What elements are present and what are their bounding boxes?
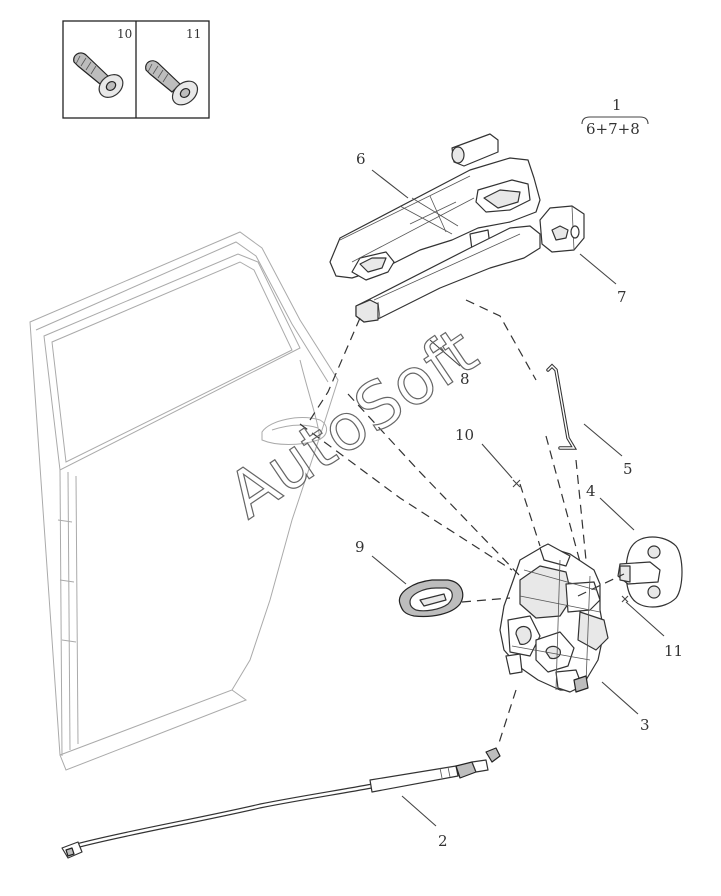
door-latch-3	[499, 543, 609, 693]
callout-1-sub-label: 6+7+8	[586, 120, 640, 138]
fastener-inset: 10 11	[62, 20, 210, 119]
grommet-9	[398, 579, 464, 618]
rear-door-outline	[29, 231, 339, 771]
callout-6-label: 6	[356, 150, 366, 168]
outer-handle-8	[355, 225, 541, 323]
inset-label-11: 11	[186, 27, 201, 41]
end-cap-7	[539, 205, 585, 253]
connecting-rod-5	[546, 363, 578, 450]
callout-10-label: 10	[455, 426, 474, 444]
watermark-text: AutoSoft	[216, 314, 492, 534]
assembly-callout-1: 1 6+7+8	[581, 96, 649, 138]
callout-7-label: 7	[617, 288, 627, 306]
callout-8-label: 8	[460, 370, 470, 388]
door-striker-4	[617, 536, 683, 608]
callout-4-label: 4	[586, 482, 596, 500]
callout-labels: 6 7 8 10 5 4 9 11 3 2	[355, 150, 683, 850]
fastener-markers	[512, 479, 629, 603]
assembly-lines	[299, 299, 625, 747]
callout-3-label: 3	[640, 716, 650, 734]
screw-11-icon	[145, 60, 199, 106]
leader-lines	[371, 169, 665, 827]
screw-10-icon	[73, 52, 124, 98]
callout-2-label: 2	[438, 832, 448, 850]
callout-5-label: 5	[623, 460, 633, 478]
callout-1-label: 1	[612, 96, 622, 114]
autosoft-watermark: AutoSoft	[215, 313, 492, 534]
callout-9-label: 9	[355, 538, 365, 556]
callout-11-label: 11	[664, 642, 683, 660]
inset-label-10: 10	[117, 27, 132, 41]
release-cable-2	[61, 747, 501, 859]
